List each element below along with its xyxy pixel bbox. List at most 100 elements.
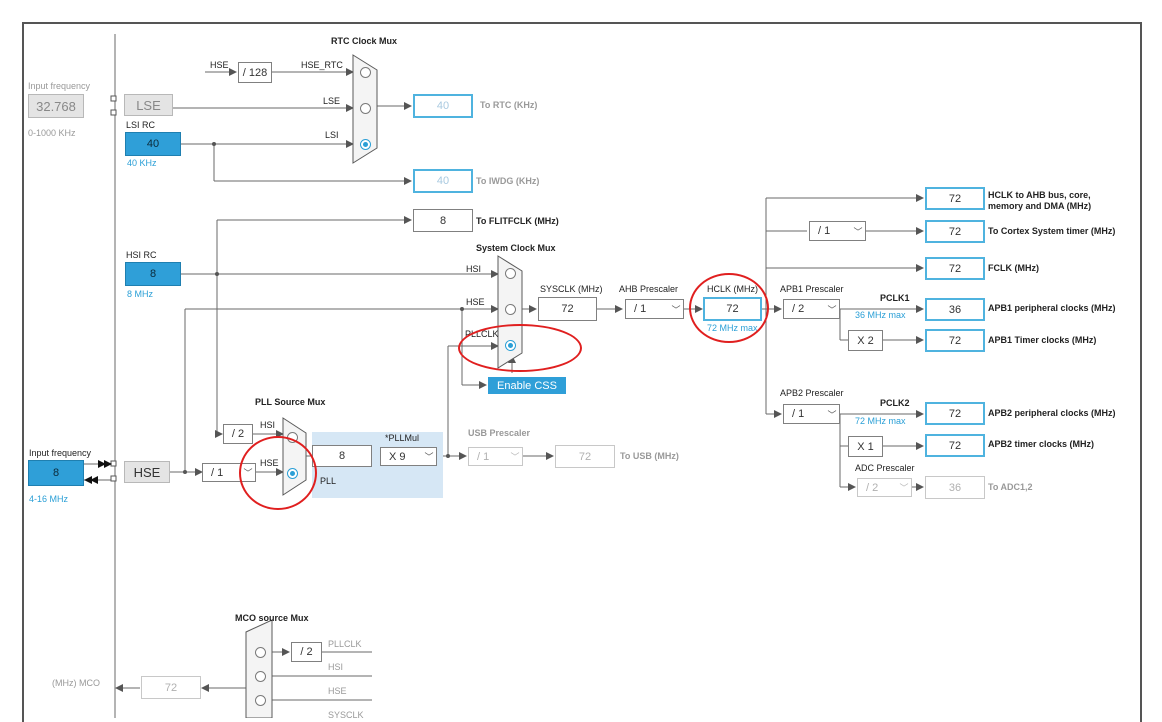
sysmux-hse-radio[interactable] xyxy=(505,304,516,315)
mco-pllclk-radio[interactable] xyxy=(255,647,266,658)
ahb-prescaler-label: AHB Prescaler xyxy=(619,284,679,294)
to-rtc-output: 40 xyxy=(413,94,473,118)
chevron-down-icon: ﹀ xyxy=(671,304,681,315)
chevron-down-icon: ﹀ xyxy=(853,226,863,237)
mco-source-mux-title: MCO source Mux xyxy=(235,613,309,623)
apb2-prescaler-label: APB2 Prescaler xyxy=(780,388,844,398)
hse-input-frequency-field[interactable]: 8 xyxy=(28,460,84,486)
cortex-timer-label: To Cortex System timer (MHz) xyxy=(988,226,1116,236)
apb2-prescaler-value: / 1 xyxy=(792,408,805,420)
cortex-timer-output: 72 xyxy=(925,220,985,243)
lse-oscillator[interactable]: LSE xyxy=(124,94,173,116)
hse-range-label: 4-16 MHz xyxy=(29,494,69,504)
apb2-max-label: 72 MHz max xyxy=(855,416,906,426)
highlight-pllclk xyxy=(458,324,582,372)
apb2-timer-label: APB2 timer clocks (MHz) xyxy=(988,439,1095,449)
hsi-rc-value: 8 xyxy=(125,262,181,286)
mco-hse-label: HSE xyxy=(328,686,347,696)
chevron-down-icon: ﹀ xyxy=(827,409,837,420)
adc-output-label: To ADC1,2 xyxy=(988,482,1033,492)
apb1-peripheral-output: 36 xyxy=(925,298,985,321)
pll-source-mux-title: PLL Source Mux xyxy=(255,397,326,407)
apb2-peripheral-label: APB2 peripheral clocks (MHz) xyxy=(988,408,1116,418)
fclk-output: 72 xyxy=(925,257,985,280)
hse-input-frequency-label: Input frequency xyxy=(29,448,92,458)
lse-range-label: 0-1000 KHz xyxy=(28,128,76,138)
chevron-down-icon: ﹀ xyxy=(424,452,434,462)
apb2-timer-multiplier: X 1 xyxy=(848,436,883,457)
rtc-lsi-wire-label: LSI xyxy=(325,130,339,140)
flitfclk-output: 8 xyxy=(413,209,473,232)
rtc-clock-mux-title: RTC Clock Mux xyxy=(331,36,398,46)
flitfclk-label: To FLITFCLK (MHz) xyxy=(476,216,559,226)
pllmul-value: X 9 xyxy=(389,450,406,463)
mco-output: 72 xyxy=(141,676,201,699)
apb2-prescaler-select[interactable]: / 1 ﹀ xyxy=(783,404,840,424)
rtc-hse-div128: / 128 xyxy=(238,62,272,83)
mco-sysclk-label: SYSCLK xyxy=(328,710,364,720)
to-rtc-label: To RTC (KHz) xyxy=(480,100,538,110)
rtc-mux-hse-radio[interactable] xyxy=(360,67,371,78)
sysclk-value: 72 xyxy=(538,297,597,321)
hclk-ahb-label: HCLK to AHB bus, core, memory and DMA (M… xyxy=(988,190,1092,211)
apb1-peripheral-label: APB1 peripheral clocks (MHz) xyxy=(988,303,1116,313)
hsi-rc-label: HSI RC xyxy=(126,250,157,260)
usb-prescaler-select[interactable]: / 1 ﹀ xyxy=(468,447,523,466)
adc-prescaler-value: / 2 xyxy=(866,481,879,494)
mco-hsi-label: HSI xyxy=(328,662,344,672)
hse-oscillator[interactable]: HSE xyxy=(124,461,170,483)
hclk-ahb-output: 72 xyxy=(925,187,985,210)
adc-output: 36 xyxy=(925,476,985,499)
usb-prescaler-label: USB Prescaler xyxy=(468,428,531,438)
apb1-timer-label: APB1 Timer clocks (MHz) xyxy=(988,335,1097,345)
mco-pllclk-label: PLLCLK xyxy=(328,639,362,649)
diagram-frame xyxy=(22,22,1142,722)
lsi-rc-value: 40 xyxy=(125,132,181,156)
cortex-prescaler-value: / 1 xyxy=(818,225,831,237)
ahb-prescaler-select[interactable]: / 1 ﹀ xyxy=(625,299,684,319)
to-iwdg-label: To IWDG (KHz) xyxy=(476,176,540,186)
apb1-prescaler-label: APB1 Prescaler xyxy=(780,284,844,294)
rtc-hse-rtc-label: HSE_RTC xyxy=(301,60,343,70)
mco-pll-div2: / 2 xyxy=(291,642,322,662)
rtc-mux-lsi-radio[interactable] xyxy=(360,139,371,150)
pll-hsi-div2: / 2 xyxy=(223,424,253,444)
system-clock-mux-title: System Clock Mux xyxy=(476,243,556,253)
rtc-mux-lse-radio[interactable] xyxy=(360,103,371,114)
sysmux-hsi-radio[interactable] xyxy=(505,268,516,279)
mco-hsi-radio[interactable] xyxy=(255,671,266,682)
pll-label: PLL xyxy=(320,476,337,486)
highlight-hclk xyxy=(689,273,769,343)
apb2-timer-output: 72 xyxy=(925,434,985,457)
pll-input-value: 8 xyxy=(312,445,372,467)
apb1-prescaler-select[interactable]: / 2 ﹀ xyxy=(783,299,840,319)
enable-css-button[interactable]: Enable CSS xyxy=(488,377,566,394)
apb1-timer-multiplier: X 2 xyxy=(848,330,883,351)
sysclk-label: SYSCLK (MHz) xyxy=(540,284,603,294)
to-iwdg-output: 40 xyxy=(413,169,473,193)
pclk1-label: PCLK1 xyxy=(880,293,910,303)
sysmux-hse-label: HSE xyxy=(466,297,485,307)
lse-input-frequency-field[interactable]: 32.768 xyxy=(28,94,84,118)
rtc-lse-wire-label: LSE xyxy=(323,96,341,106)
usb-output-label: To USB (MHz) xyxy=(620,451,679,461)
chevron-down-icon: ﹀ xyxy=(510,452,520,462)
apb1-prescaler-value: / 2 xyxy=(792,303,805,315)
fclk-label: FCLK (MHz) xyxy=(988,263,1039,273)
usb-prescaler-value: / 1 xyxy=(477,450,490,463)
adc-prescaler-select[interactable]: / 2 ﹀ xyxy=(857,478,912,497)
mco-hse-radio[interactable] xyxy=(255,695,266,706)
rtc-hse-label: HSE xyxy=(210,60,229,70)
pclk2-label: PCLK2 xyxy=(880,398,910,408)
apb1-timer-output: 72 xyxy=(925,329,985,352)
highlight-pll-source xyxy=(239,436,317,510)
mco-output-label: (MHz) MCO xyxy=(52,678,100,688)
adc-prescaler-label: ADC Prescaler xyxy=(855,463,915,473)
chevron-down-icon: ﹀ xyxy=(899,483,909,493)
lse-input-frequency-label: Input frequency xyxy=(28,81,91,91)
pllmul-select[interactable]: X 9 ﹀ xyxy=(380,447,437,466)
lsi-rc-label: LSI RC xyxy=(126,120,156,130)
cortex-prescaler-select[interactable]: / 1 ﹀ xyxy=(809,221,866,241)
chevron-down-icon: ﹀ xyxy=(827,304,837,315)
